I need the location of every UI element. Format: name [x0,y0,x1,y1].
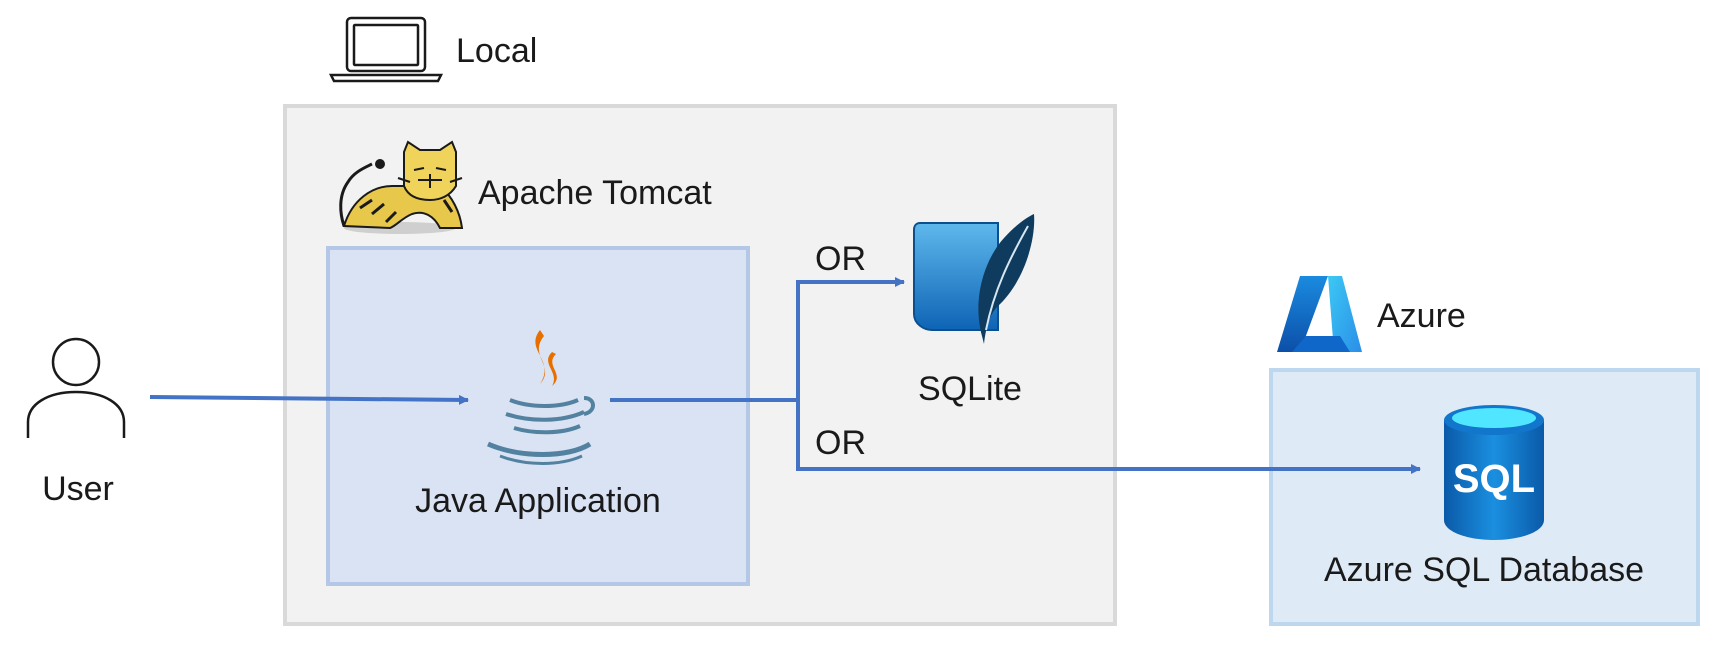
local-label: Local [456,32,537,70]
sql-icon-text: SQL [1453,457,1535,501]
user-icon [26,337,126,438]
sqlite-feather-icon [913,214,1035,344]
laptop-icon [328,16,444,83]
tomcat-label: Apache Tomcat [478,174,712,212]
azure-label: Azure [1377,297,1466,335]
user-label: User [42,470,114,508]
java-app-container [326,246,750,586]
user-to-app-arrow [149,394,469,405]
sqlite-label: SQLite [918,370,1022,408]
or-label-top: OR [815,240,866,278]
or-label-bottom: OR [815,424,866,462]
azure-logo-icon [1277,276,1362,352]
java-app-label: Java Application [415,482,661,520]
sql-database-icon: SQL [1444,405,1544,540]
tomcat-cat-icon [339,140,464,234]
azure-sql-label: Azure SQL Database [1324,551,1644,589]
java-cup-icon [486,330,595,465]
